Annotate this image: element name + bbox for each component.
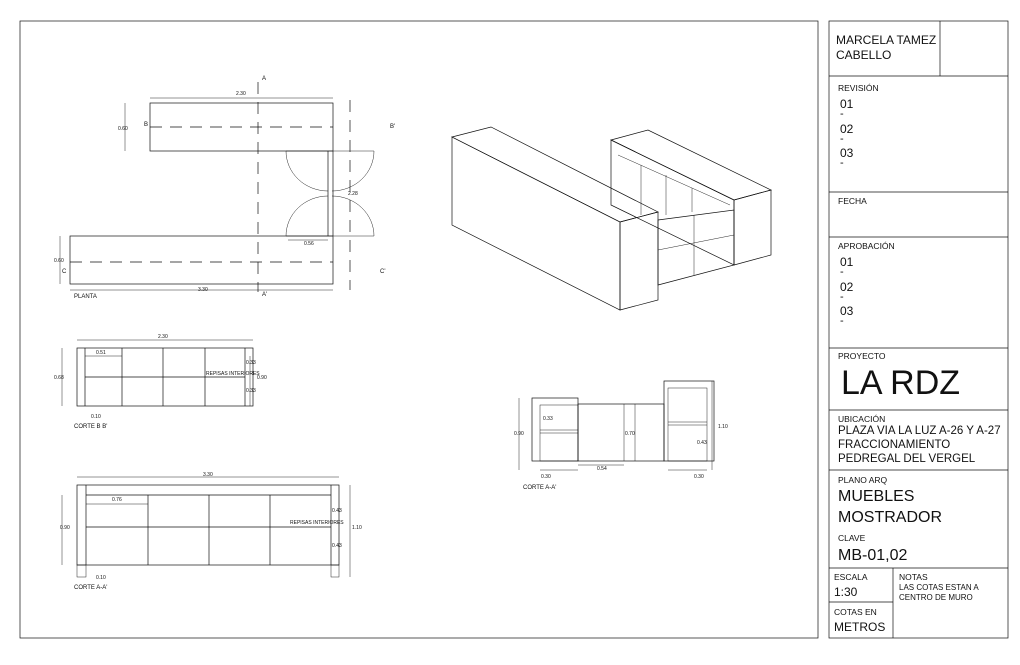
bb-note: REPISAS INTERIORES [206, 371, 260, 377]
revision-02-dash: - [840, 133, 844, 145]
section-aa-small-view: 0.33 0.90 0.70 1.10 0.43 0.30 0.54 0.30 … [514, 380, 728, 491]
plan-dim-width-bottom: 3.30 [198, 287, 208, 293]
key-label: CLAVE [838, 533, 866, 543]
aa-caption: CORTE A-A' [74, 585, 107, 591]
bb-dim-lower: 0.33 [246, 388, 256, 394]
units-value: METROS [834, 620, 886, 634]
plan-caption: PLANTA [74, 294, 97, 300]
plan-dim-depth-top: 0.60 [118, 126, 128, 132]
approval-02: 02 [840, 280, 854, 294]
aas-dim-right: 0.30 [694, 474, 704, 480]
section-mark-a-prime: A' [262, 292, 267, 298]
plan-line-1: MUEBLES [838, 488, 915, 505]
bb-dim-width: 2.30 [158, 334, 168, 340]
aa-note: REPISAS INTERIORES [290, 520, 344, 526]
revision-01-dash: - [840, 108, 844, 120]
plan-dim-door: 2.28 [348, 191, 358, 197]
scale-label: ESCALA [834, 572, 868, 582]
location-label: UBICACIÓN [838, 414, 886, 424]
aas-caption: CORTE A-A' [523, 485, 556, 491]
bb-dim-base: 0.10 [91, 414, 101, 420]
aas-dim-gap: 0.54 [597, 466, 607, 472]
approval-01: 01 [840, 255, 854, 269]
aas-dim-height: 0.90 [514, 431, 524, 437]
revision-03: 03 [840, 146, 854, 160]
sheet-border [19, 20, 819, 639]
scale-value: 1:30 [834, 585, 858, 599]
section-bb-view: 2.30 0.51 0.33 0.33 0.68 0.90 0.10 REPIS… [54, 334, 267, 430]
aas-dim-lower: 0.43 [697, 440, 707, 446]
section-mark-b-prime: B' [390, 124, 395, 130]
project-name: LA RDZ [841, 364, 961, 402]
title-block-frame [828, 20, 1009, 639]
bb-dim-upper: 0.33 [246, 360, 256, 366]
bb-dim-bay: 0.51 [96, 350, 106, 356]
location-line-3: PEDREGAL DEL VERGEL [838, 453, 976, 465]
approval-01-dash: - [840, 266, 844, 278]
plan-label: PLANO ARQ [838, 475, 888, 485]
plan-dim-gap: 0.56 [304, 241, 314, 247]
units-label: COTAS EN [834, 607, 877, 617]
approval-02-dash: - [840, 291, 844, 303]
notes-line-2: CENTRO DE MURO [899, 593, 973, 602]
plan-line-2: MOSTRADOR [838, 509, 942, 526]
section-aa-view: 3.30 0.76 0.43 0.43 0.90 1.10 0.10 REPIS… [60, 472, 362, 591]
plan-view: 2.30 0.60 2.28 0.56 0.60 3.30 A A' B B' … [54, 76, 395, 300]
revision-03-dash: - [840, 157, 844, 169]
section-mark-c-prime: C' [380, 269, 385, 275]
aa-dim-base: 0.10 [96, 575, 106, 581]
location-line-2: FRACCIONAMIENTO [838, 439, 951, 451]
aas-dim-shelf: 0.33 [543, 416, 553, 422]
isometric-view [451, 126, 772, 311]
aa-dim-total: 1.10 [352, 525, 362, 531]
approval-03: 03 [840, 304, 854, 318]
aa-dim-height: 0.90 [60, 525, 70, 531]
aa-dim-lower: 0.43 [332, 543, 342, 549]
aas-dim-total: 1.10 [718, 424, 728, 430]
revision-02: 02 [840, 122, 854, 136]
bb-caption: CORTE B B' [74, 424, 107, 430]
bb-dim-total: 0.90 [257, 375, 267, 381]
bb-dim-height: 0.68 [54, 375, 64, 381]
plan-dim-width-top: 2.30 [236, 91, 246, 97]
plan-dim-depth-bottom: 0.60 [54, 258, 64, 264]
location-line-1: PLAZA VIA LA LUZ A-26 Y A-27 [838, 425, 1001, 437]
counter-bottom-plan [69, 235, 334, 285]
notes-line-1: LAS COTAS ESTAN A [899, 583, 979, 592]
aa-dim-upper: 0.43 [332, 508, 342, 514]
approval-03-dash: - [840, 315, 844, 327]
revision-label: REVISIÓN [838, 83, 879, 93]
key-value: MB-01,02 [838, 547, 908, 564]
section-mark-b: B [144, 122, 148, 128]
aas-dim-left: 0.30 [541, 474, 551, 480]
section-mark-a: A [262, 76, 266, 82]
section-mark-c: C [62, 269, 67, 275]
author-name: MARCELA TAMEZ CABELLO [836, 33, 937, 62]
revision-01: 01 [840, 97, 854, 111]
aas-dim-mid: 0.70 [625, 431, 635, 437]
approval-label: APROBACIÓN [838, 241, 895, 251]
aa-dim-bay: 0.76 [112, 497, 122, 503]
notes-label: NOTAS [899, 572, 928, 582]
aa-dim-width: 3.30 [203, 472, 213, 478]
project-label: PROYECTO [838, 351, 886, 361]
date-label: FECHA [838, 196, 867, 206]
